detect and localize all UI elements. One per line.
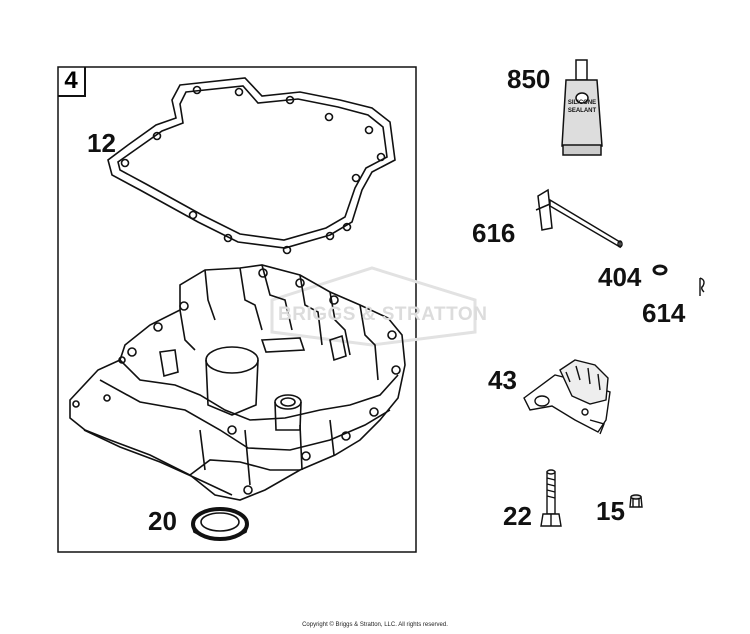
callout-614: 614 bbox=[642, 298, 686, 328]
group-box bbox=[57, 66, 417, 553]
callout-22: 22 bbox=[503, 501, 532, 531]
watermark-logo bbox=[270, 266, 477, 347]
copyright-text: Copyright © Briggs & Stratton, LLC. All … bbox=[302, 622, 448, 628]
bolt-22 bbox=[540, 469, 562, 527]
plug-15 bbox=[629, 494, 643, 508]
clip-614 bbox=[699, 277, 705, 296]
callout-15: 15 bbox=[596, 496, 625, 526]
callout-20: 20 bbox=[148, 506, 177, 536]
callout-850: 850 bbox=[507, 64, 551, 94]
oil-seal-20 bbox=[191, 507, 249, 541]
governor-lever-43 bbox=[523, 359, 611, 435]
group-number: 4 bbox=[58, 67, 86, 97]
sealant-tube-850 bbox=[561, 59, 603, 156]
governor-shaft-616 bbox=[535, 188, 623, 249]
callout-43: 43 bbox=[488, 365, 517, 395]
callout-404: 404 bbox=[598, 262, 642, 292]
tube-label-line2: SEALANT bbox=[567, 108, 597, 114]
sump-cover bbox=[69, 264, 406, 501]
callout-616: 616 bbox=[472, 218, 516, 248]
gasket-12 bbox=[107, 77, 396, 255]
washer-404 bbox=[652, 264, 668, 276]
watermark-text: BRIGGS & STRATTON bbox=[278, 304, 488, 325]
tube-label-line1: SILICONE bbox=[567, 100, 597, 106]
callout-12: 12 bbox=[87, 128, 116, 158]
